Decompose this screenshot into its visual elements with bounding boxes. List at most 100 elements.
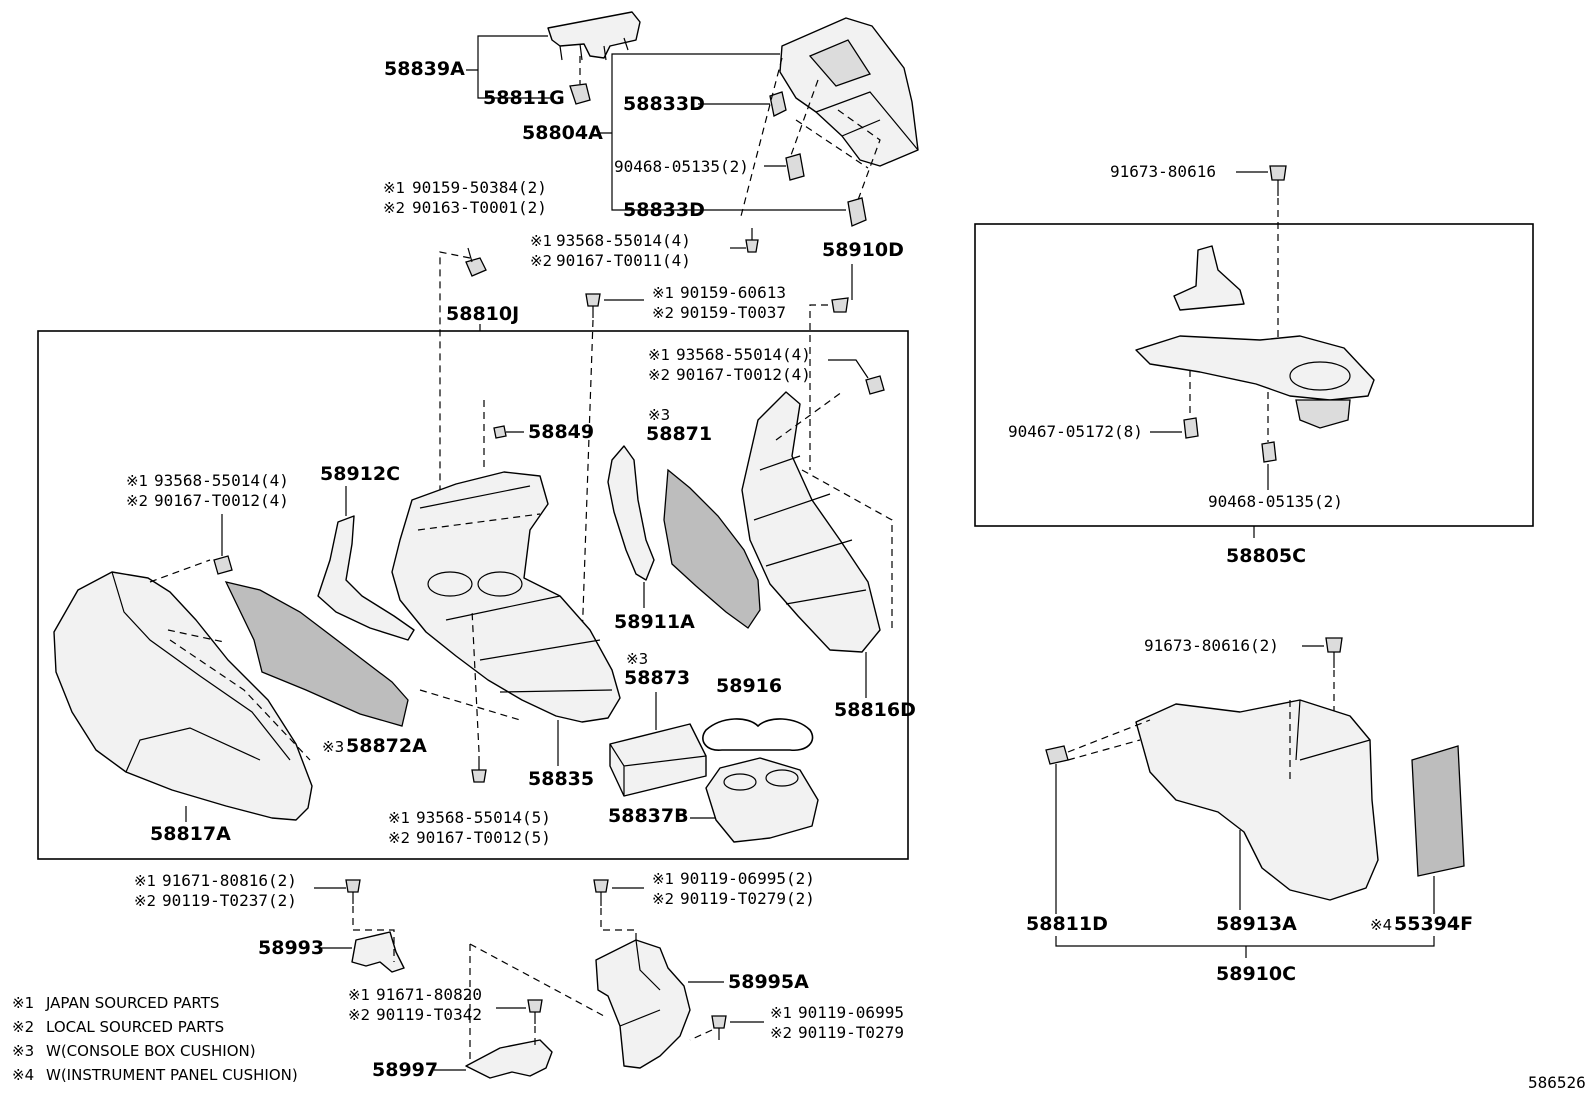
leader-line: [828, 359, 869, 379]
label-90468-05135-right: 90468-05135(2): [1208, 492, 1343, 511]
label-55394F: 55394F: [1394, 913, 1473, 935]
part-58872A-drawing: [224, 581, 409, 727]
label-58910D: 58910D: [822, 239, 904, 261]
label-58811D: 58811D: [1026, 913, 1108, 935]
label-58997: 58997: [372, 1059, 438, 1081]
bolt-90159-50384: [465, 247, 487, 277]
label-90167-T0012-bottom: 90167-T0012(5): [416, 828, 551, 847]
label-90119-T0237: 90119-T0237(2): [162, 891, 297, 910]
mark-1: ※1: [652, 284, 674, 302]
part-58912C-drawing: [317, 515, 415, 641]
label-90163-T0001: 90163-T0001(2): [412, 198, 547, 217]
mark-1: ※1: [652, 870, 674, 888]
mark-2: ※2: [530, 252, 552, 270]
screw-93568-left: [213, 555, 233, 575]
label-91673-80616-2: 91673-80616(2): [1144, 636, 1279, 655]
part-58811G-drawing: [569, 83, 591, 105]
mark-4: ※4: [1370, 916, 1392, 934]
bolt-91671-80816: [345, 879, 361, 904]
part-58993-drawing: [351, 931, 405, 973]
mark-2: ※2: [134, 892, 156, 910]
mark-2: ※2: [648, 366, 670, 384]
screw-93568-right: [865, 375, 885, 395]
label-58849: 58849: [528, 421, 594, 443]
label-58835: 58835: [528, 768, 594, 790]
mark-1: ※1: [530, 232, 552, 250]
diagram-id: 586526: [1528, 1073, 1586, 1092]
label-90119-06995-2: 90119-06995(2): [680, 869, 815, 888]
label-90119-06995: 90119-06995: [798, 1003, 904, 1022]
part-55394F-drawing: [1411, 745, 1465, 877]
leader-line: [1055, 936, 1435, 958]
label-58911A: 58911A: [614, 611, 695, 633]
guide-line: [1067, 700, 1291, 780]
mark-3: ※3: [626, 650, 648, 668]
part-58997-drawing: [465, 1039, 553, 1079]
label-58833D-top: 58833D: [623, 93, 705, 115]
mark-3: ※3: [322, 738, 344, 756]
guide-line: [469, 908, 637, 1060]
legend-text-3: W(CONSOLE BOX CUSHION): [46, 1042, 256, 1060]
label-58804A: 58804A: [522, 122, 603, 144]
part-58913A-drawing: [1135, 699, 1379, 901]
label-58805C: 58805C: [1226, 545, 1306, 567]
label-58916: 58916: [716, 675, 782, 697]
mark-2: ※2: [383, 199, 405, 217]
guide-line: [689, 1029, 713, 1041]
clip-58833D-top: [769, 91, 787, 117]
guide-line: [739, 57, 881, 221]
mark-2: ※2: [388, 829, 410, 847]
leader-line: [1055, 764, 1435, 914]
bolt-91673-80616-2: [1325, 637, 1343, 668]
mark-1: ※1: [134, 872, 156, 890]
mark-2: ※2: [770, 1024, 792, 1042]
guide-line: [809, 304, 828, 470]
mark-1: ※1: [126, 472, 148, 490]
label-58873: 58873: [624, 667, 690, 689]
guide-line: [417, 513, 541, 721]
label-93568-55014-bottom: 93568-55014(5): [416, 808, 551, 827]
part-58871-drawing: [663, 468, 761, 629]
legend-mark-1: ※1: [12, 994, 34, 1012]
label-93568-55014-right: 93568-55014(4): [676, 345, 811, 364]
legend-mark-2: ※2: [12, 1018, 34, 1036]
clip-58910D: [831, 297, 849, 313]
part-58849-drawing: [493, 425, 507, 439]
mark-2: ※2: [126, 492, 148, 510]
label-90119-T0279: 90119-T0279: [798, 1023, 904, 1042]
label-58993: 58993: [258, 937, 324, 959]
label-58816D: 58816D: [834, 699, 916, 721]
label-90159-50384: 90159-50384(2): [412, 178, 547, 197]
bolt-90159-60613: [585, 293, 601, 318]
clip-90467-05172: [1183, 417, 1199, 439]
mark-1: ※1: [648, 346, 670, 364]
mark-2: ※2: [652, 304, 674, 322]
part-58805C-knob-drawing: [1173, 245, 1245, 311]
part-58995A-drawing: [595, 939, 691, 1069]
mark-1: ※1: [383, 179, 405, 197]
label-58839A: 58839A: [384, 58, 465, 80]
legend-text-2: LOCAL SOURCED PARTS: [46, 1018, 224, 1036]
mark-1: ※1: [348, 986, 370, 1004]
leader-line: [598, 53, 846, 211]
part-58839A-drawing: [547, 11, 641, 61]
mark-2: ※2: [348, 1006, 370, 1024]
screw-93568-top: [745, 228, 759, 253]
bolt-91673-80616: [1269, 165, 1287, 196]
label-58912C: 58912C: [320, 463, 400, 485]
legend-text-4: W(INSTRUMENT PANEL CUSHION): [46, 1066, 298, 1084]
part-58837B-drawing: [705, 757, 819, 843]
label-58910C: 58910C: [1216, 963, 1296, 985]
legend-text-1: JAPAN SOURCED PARTS: [45, 994, 219, 1012]
part-58816D-drawing: [741, 391, 881, 653]
leader-line: [1150, 431, 1269, 490]
label-90467-05172: 90467-05172(8): [1008, 422, 1143, 441]
label-90468-05135: 90468-05135(2): [614, 157, 749, 176]
mark-3: ※3: [648, 406, 670, 424]
main-assembly-frame: [37, 330, 909, 860]
label-58872A: 58872A: [346, 735, 427, 757]
screw-93568-bottom: [471, 756, 487, 783]
part-58873-drawing: [609, 723, 707, 797]
legend-mark-4: ※4: [12, 1066, 34, 1084]
